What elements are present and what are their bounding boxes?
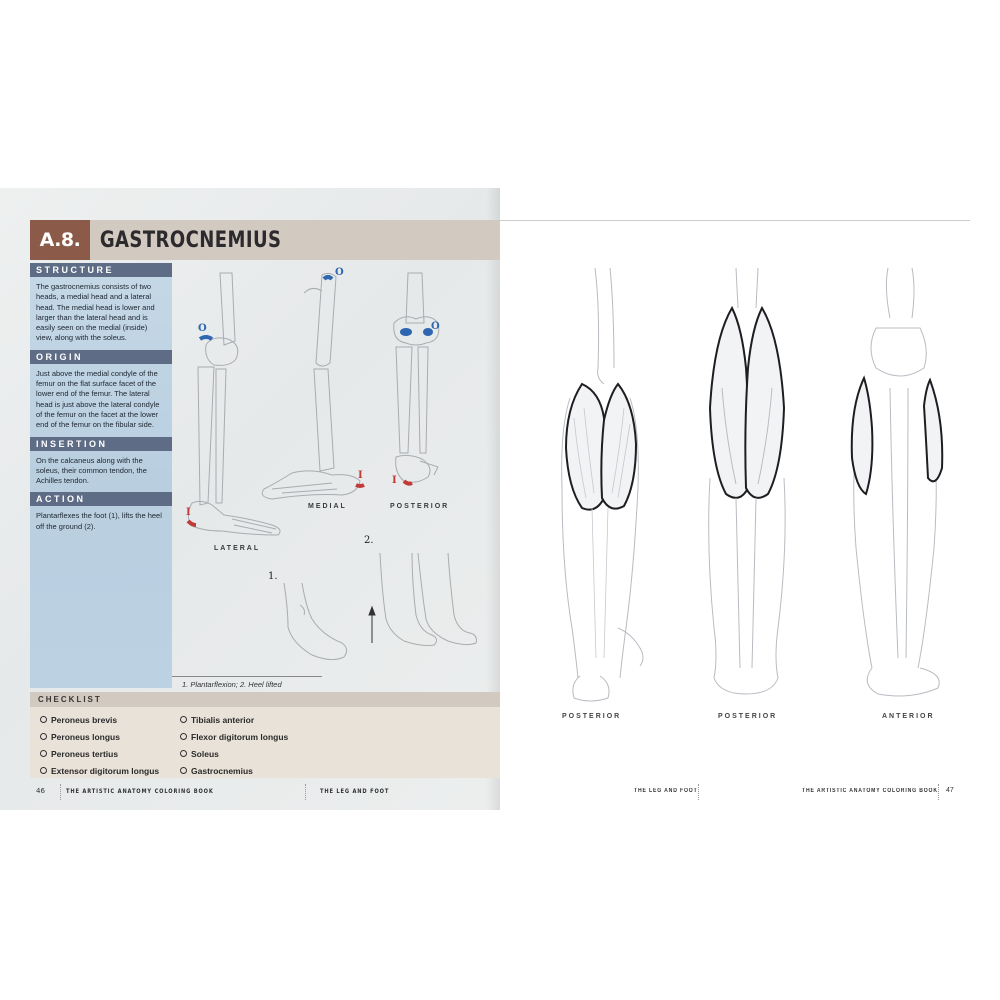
- checklist-item[interactable]: Soleus: [180, 745, 320, 762]
- insertion-text: On the calcaneus along with the soleus, …: [36, 455, 147, 486]
- origin-heading: ORIGIN: [30, 349, 172, 364]
- origin-text: Just above the medial condyle of the fem…: [36, 368, 160, 430]
- checklist-item[interactable]: Gastrocnemius: [180, 762, 320, 779]
- origin-marker-lateral: O: [198, 323, 207, 334]
- section-number: A.8.: [30, 220, 90, 260]
- checklist-heading: CHECKLIST: [30, 692, 500, 707]
- bone-figure-area: O O O I I I LATERAL MEDIAL POSTERIOR 1. …: [172, 263, 500, 689]
- checkbox-circle-icon[interactable]: [40, 716, 47, 723]
- top-rule: [500, 220, 970, 221]
- medial-view-label: MEDIAL: [308, 503, 347, 510]
- caption-posterior-1: POSTERIOR: [562, 713, 622, 720]
- checklist-column-2: Tibialis anterior Flexor digitorum longu…: [180, 711, 320, 779]
- checklist: CHECKLIST Peroneus brevis Peroneus longu…: [30, 692, 500, 778]
- page-title: GASTROCNEMIUS: [99, 227, 282, 253]
- page-number-right: 47: [946, 787, 954, 794]
- checkbox-circle-icon[interactable]: [180, 767, 187, 774]
- checkbox-circle-icon[interactable]: [180, 750, 187, 757]
- checklist-item[interactable]: Peroneus brevis: [40, 711, 180, 728]
- checkbox-circle-icon[interactable]: [40, 767, 47, 774]
- chapter-right: THE LEG AND FOOT: [634, 788, 698, 794]
- figure-caption: 1. Plantarflexion; 2. Heel lifted: [182, 680, 282, 689]
- leg-bones-illustration: [186, 272, 477, 661]
- checklist-item[interactable]: Extensor digitorum longus: [40, 762, 180, 779]
- checkbox-circle-icon[interactable]: [180, 733, 187, 740]
- book-spread: A.8. GASTROCNEMIUS STRUCTURE The gastroc…: [0, 188, 1000, 810]
- insertion-marker-posterior: I: [392, 475, 397, 486]
- checklist-item[interactable]: Peroneus tertius: [40, 745, 180, 762]
- gutter-shadow: [486, 188, 500, 810]
- left-footer: 46 THE ARTISTIC ANATOMY COLORING BOOK TH…: [30, 784, 500, 800]
- caption-posterior-2: POSTERIOR: [718, 713, 778, 720]
- checklist-column-1: Peroneus brevis Peroneus longus Peroneus…: [40, 711, 180, 779]
- insertion-heading: INSERTION: [30, 436, 172, 451]
- right-page: POSTERIOR POSTERIOR ANTERIOR THE LEG AND…: [500, 188, 1000, 810]
- step-2-label: 2.: [364, 535, 374, 546]
- lateral-view-label: LATERAL: [214, 545, 261, 552]
- info-column: STRUCTURE The gastrocnemius consists of …: [30, 263, 172, 688]
- page-number-left: 46: [36, 787, 45, 795]
- posterior-view-label: POSTERIOR: [390, 503, 450, 510]
- insertion-marker-lateral: I: [186, 507, 191, 518]
- origin-marker-medial: O: [335, 267, 344, 278]
- book-title-left: THE ARTISTIC ANATOMY COLORING BOOK: [66, 788, 214, 795]
- structure-heading: STRUCTURE: [30, 263, 172, 277]
- checklist-item[interactable]: Tibialis anterior: [180, 711, 320, 728]
- checklist-item[interactable]: Peroneus longus: [40, 728, 180, 745]
- checkbox-circle-icon[interactable]: [40, 733, 47, 740]
- caption-anterior: ANTERIOR: [882, 713, 935, 720]
- leg-muscles-illustration: [561, 267, 944, 702]
- title-bar: A.8. GASTROCNEMIUS: [30, 220, 500, 260]
- structure-text: The gastrocnemius consists of two heads,…: [36, 282, 155, 343]
- action-text: Plantarflexes the foot (1), lifts the he…: [36, 511, 162, 531]
- checkbox-circle-icon[interactable]: [40, 750, 47, 757]
- book-title-right: THE ARTISTIC ANATOMY COLORING BOOK: [802, 788, 938, 794]
- step-1-label: 1.: [268, 571, 278, 582]
- action-heading: ACTION: [30, 492, 172, 507]
- caption-rule: [172, 676, 322, 677]
- checklist-item[interactable]: Flexor digitorum longus: [180, 728, 320, 745]
- chapter-left: THE LEG AND FOOT: [320, 788, 390, 795]
- left-page: A.8. GASTROCNEMIUS STRUCTURE The gastroc…: [0, 188, 500, 810]
- insertion-marker-medial: I: [358, 470, 363, 481]
- checkbox-circle-icon[interactable]: [180, 716, 187, 723]
- origin-marker-posterior: O: [431, 321, 440, 332]
